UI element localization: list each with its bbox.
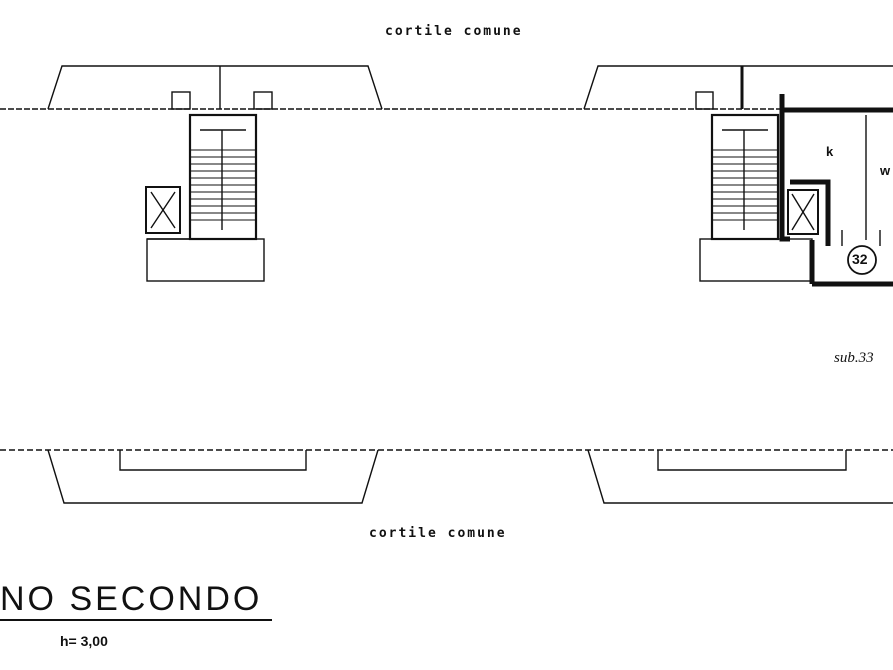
ceiling-height-label: h= 3,00 [60,633,108,649]
left-upper-balcony [47,65,383,110]
right-upper-balcony [583,65,893,110]
unit-number-circle [847,245,877,275]
unit-number-label: 32 [852,251,868,267]
room-label-w: w [880,163,891,178]
right-stair-core [699,113,819,282]
sub-label: sub.33 [834,350,874,366]
title-underline [0,619,272,621]
floor-title: NO SECONDO [0,580,263,618]
bottom-courtyard-label: cortile comune [369,526,507,541]
apartment-walls [779,94,893,287]
right-lower-balcony [587,449,893,504]
room-label-k: k [826,144,834,159]
left-lower-balcony [47,449,379,504]
top-courtyard-label: cortile comune [385,24,523,39]
left-stair-core [145,113,265,282]
